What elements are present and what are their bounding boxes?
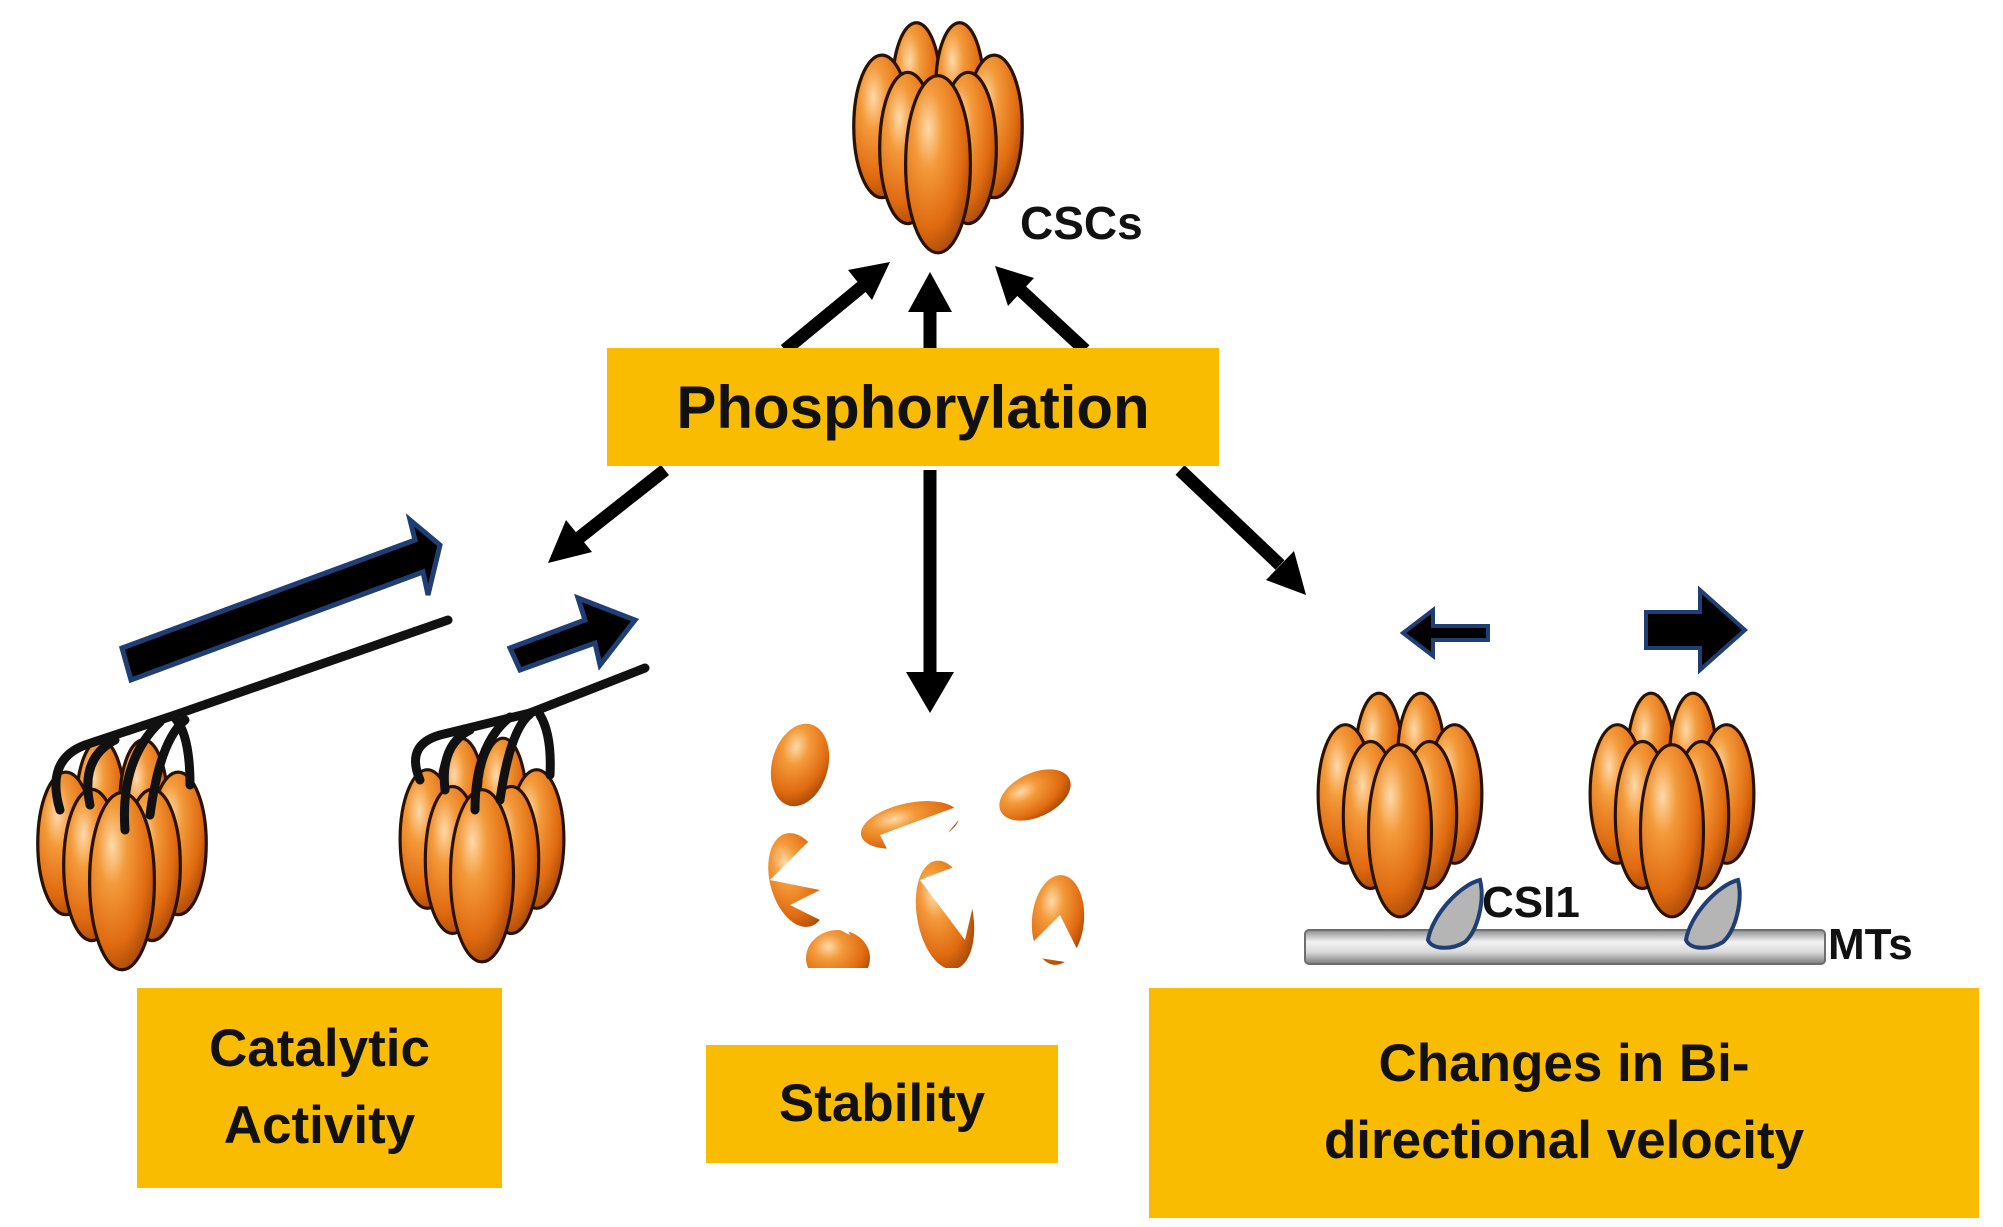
csc-complex-catalytic-left [36,738,208,972]
microtubule-bar [1304,929,1826,965]
arrows-to-outcomes [548,464,1306,713]
csi1-protein-right-icon [1683,877,1742,950]
csc-complex-velocity-left [1316,691,1484,919]
velocity-arrow-left-icon [1399,605,1490,661]
csc-complex-top [852,21,1024,255]
csi1-protein-left-icon [1425,877,1484,950]
velocity-arrow-right-icon [1644,585,1749,675]
stability-label: Stability [778,1073,986,1133]
arrows-to-cscs [780,262,1090,356]
glucan-chains-right [411,663,650,815]
catalytic-activity-label-line1: Catalytic [209,1019,430,1079]
cscs-label: CSCs [1020,197,1143,249]
velocity-box: Changes in Bi- directional velocity [1149,988,1979,1218]
disassembled-complex-fragments [760,723,1100,1008]
velocity-label-line1: Changes in Bi- [1378,1034,1750,1094]
catalytic-activity-label-line2: Activity [223,1096,416,1155]
phosphorylation-box: Phosphorylation [607,348,1219,466]
glucan-chains-left [51,615,453,835]
catalytic-activity-box: Catalytic Activity [137,988,502,1188]
block-arrow-small-icon [506,593,640,674]
stability-box: Stability [706,1045,1058,1163]
velocity-label-line2: directional velocity [1323,1111,1805,1170]
mts-label: MTs [1828,920,1913,969]
block-arrow-large-icon [118,513,443,684]
csi1-label: CSI1 [1482,878,1580,927]
phosphorylation-label: Phosphorylation [676,373,1150,441]
